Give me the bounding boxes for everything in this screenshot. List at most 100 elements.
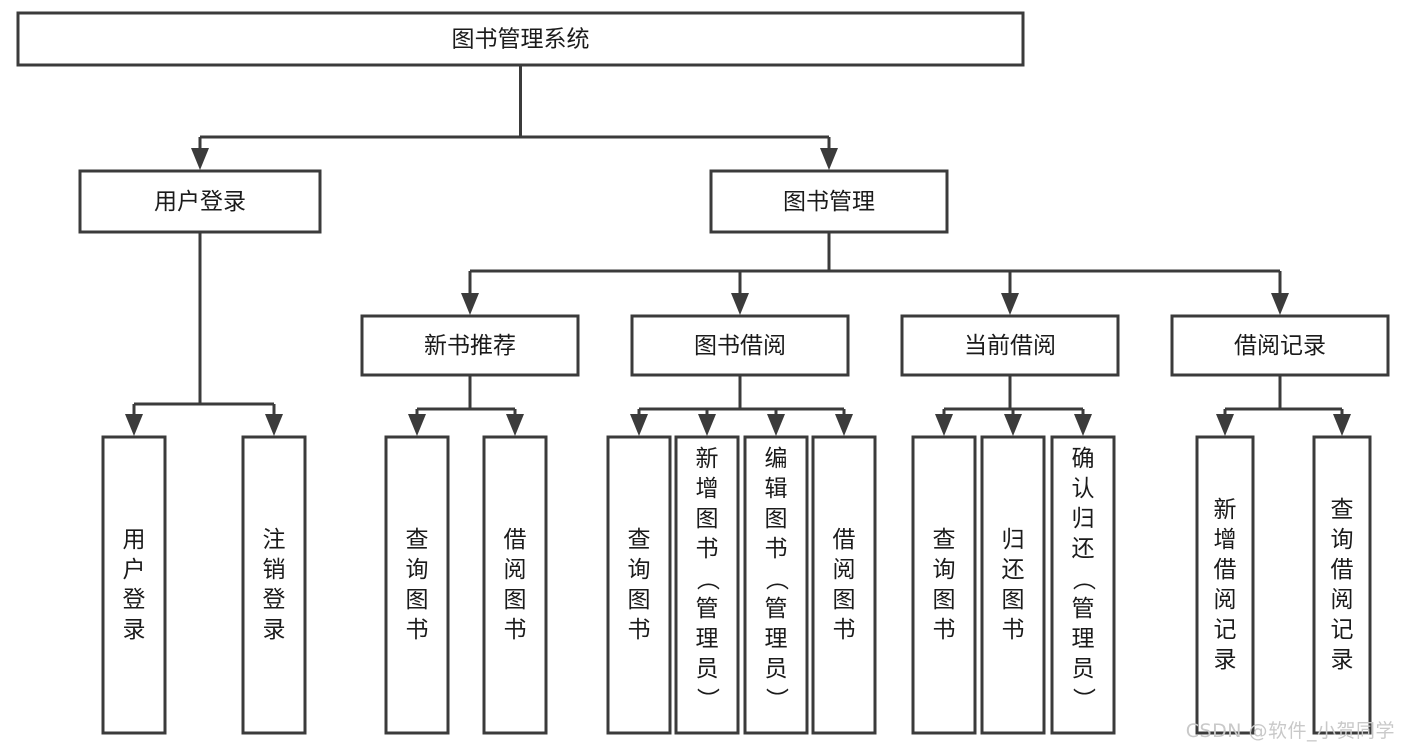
node-label-char: 增	[696, 476, 719, 502]
node-label-root: 图书管理系统	[452, 27, 590, 53]
node-borrow-record[interactable]: 借阅记录	[1170, 314, 1390, 377]
connector-arrowhead	[1333, 414, 1351, 436]
connector-arrowhead	[767, 414, 785, 436]
node-box-leaf-user-login	[101, 435, 167, 735]
node-box-leaf-confirm-return	[1050, 435, 1116, 735]
watermark-text: CSDN @软件_小贺同学	[1185, 720, 1395, 742]
node-label-char: 借	[1331, 557, 1354, 583]
node-label-char: 户	[123, 557, 146, 583]
node-label-char: 记	[1331, 617, 1354, 643]
connector-arrowhead	[265, 414, 283, 436]
node-label-char: 询	[628, 557, 651, 583]
node-label-user-login: 用户登录	[154, 189, 246, 215]
node-label-char: 新	[1214, 497, 1237, 523]
connector-arrowhead	[1216, 414, 1234, 436]
node-box-book-manage	[709, 169, 949, 234]
node-label-char: 录	[1214, 647, 1237, 673]
node-label-char: 理	[765, 626, 788, 652]
node-box-leaf-query-book-borrow	[606, 435, 672, 735]
connector-arrowhead	[461, 293, 479, 315]
node-root[interactable]: 图书管理系统	[16, 11, 1025, 67]
node-box-current-borrow	[900, 314, 1120, 377]
node-label-char: 记	[1214, 617, 1237, 643]
node-label-char: 询	[1331, 527, 1354, 553]
node-box-borrow-record	[1170, 314, 1390, 377]
node-box-leaf-borrow-book	[811, 435, 877, 735]
node-current-borrow[interactable]: 当前借阅	[900, 314, 1120, 377]
node-label-char: 阅	[1214, 587, 1237, 613]
node-book-manage[interactable]: 图书管理	[709, 169, 949, 234]
node-label-char: 编	[765, 446, 788, 472]
node-label-char: 书	[933, 617, 956, 643]
node-label-char: 注	[263, 527, 286, 553]
node-label-char: 借	[833, 527, 856, 553]
connector-arrowhead	[1001, 293, 1019, 315]
node-label-char: 图	[696, 506, 719, 532]
node-label-char: 员	[765, 656, 788, 682]
node-label-char: 还	[1072, 536, 1095, 562]
node-label-char: 书	[696, 536, 719, 562]
node-label-char: 阅	[504, 557, 527, 583]
node-label-char: 询	[933, 557, 956, 583]
node-label-char: 登	[123, 587, 146, 613]
node-user-login[interactable]: 用户登录	[78, 169, 322, 234]
node-label-char: 书	[1002, 617, 1025, 643]
node-book-borrow[interactable]: 图书借阅	[630, 314, 850, 377]
node-label-char: 理	[696, 626, 719, 652]
node-label-char: 图	[504, 587, 527, 613]
node-label-char: 确	[1072, 446, 1095, 472]
node-box-book-borrow	[630, 314, 850, 377]
node-box-leaf-edit-book	[743, 435, 809, 735]
node-box-user-login	[78, 169, 322, 234]
node-label-char: （	[694, 568, 720, 591]
node-label-char: 新	[696, 446, 719, 472]
node-box-leaf-return-book	[980, 435, 1046, 735]
node-label-char: 图	[1002, 587, 1025, 613]
node-label-char: 录	[1331, 647, 1354, 673]
node-label-char: 员	[696, 656, 719, 682]
node-layer: 图书管理系统用户登录图书管理新书推荐图书借阅当前借阅借阅记录用户登录注销登录查询…	[16, 11, 1390, 735]
connector-arrowhead	[935, 414, 953, 436]
node-box-new-book-recommend	[360, 314, 580, 377]
node-leaf-user-login[interactable]: 用户登录	[101, 435, 167, 735]
node-label-char: 归	[1002, 527, 1025, 553]
connector-arrowhead	[408, 414, 426, 436]
node-label-char: 录	[263, 617, 286, 643]
node-label-current-borrow: 当前借阅	[964, 333, 1056, 359]
node-new-book-recommend[interactable]: 新书推荐	[360, 314, 580, 377]
node-label-char: 书	[833, 617, 856, 643]
connector-arrowhead	[506, 414, 524, 436]
node-label-char: 书	[504, 617, 527, 643]
connector-arrowhead	[1004, 414, 1022, 436]
node-label-char: 图	[628, 587, 651, 613]
connector-arrowhead	[1074, 414, 1092, 436]
node-label-char: 书	[765, 536, 788, 562]
node-box-leaf-add-book	[674, 435, 740, 735]
connector-arrowhead	[835, 414, 853, 436]
node-label-char: 管	[765, 596, 788, 622]
node-label-char: 借	[1214, 557, 1237, 583]
node-label-char: 阅	[833, 557, 856, 583]
node-label-char: 管	[696, 596, 719, 622]
connector-arrowhead	[1271, 293, 1289, 315]
node-label-char: 查	[933, 527, 956, 553]
node-label-char: ）	[694, 688, 720, 711]
node-label-char: 增	[1214, 527, 1237, 553]
node-label-char: 销	[263, 557, 286, 583]
node-label-char: 员	[1072, 656, 1095, 682]
node-label-char: 阅	[1331, 587, 1354, 613]
